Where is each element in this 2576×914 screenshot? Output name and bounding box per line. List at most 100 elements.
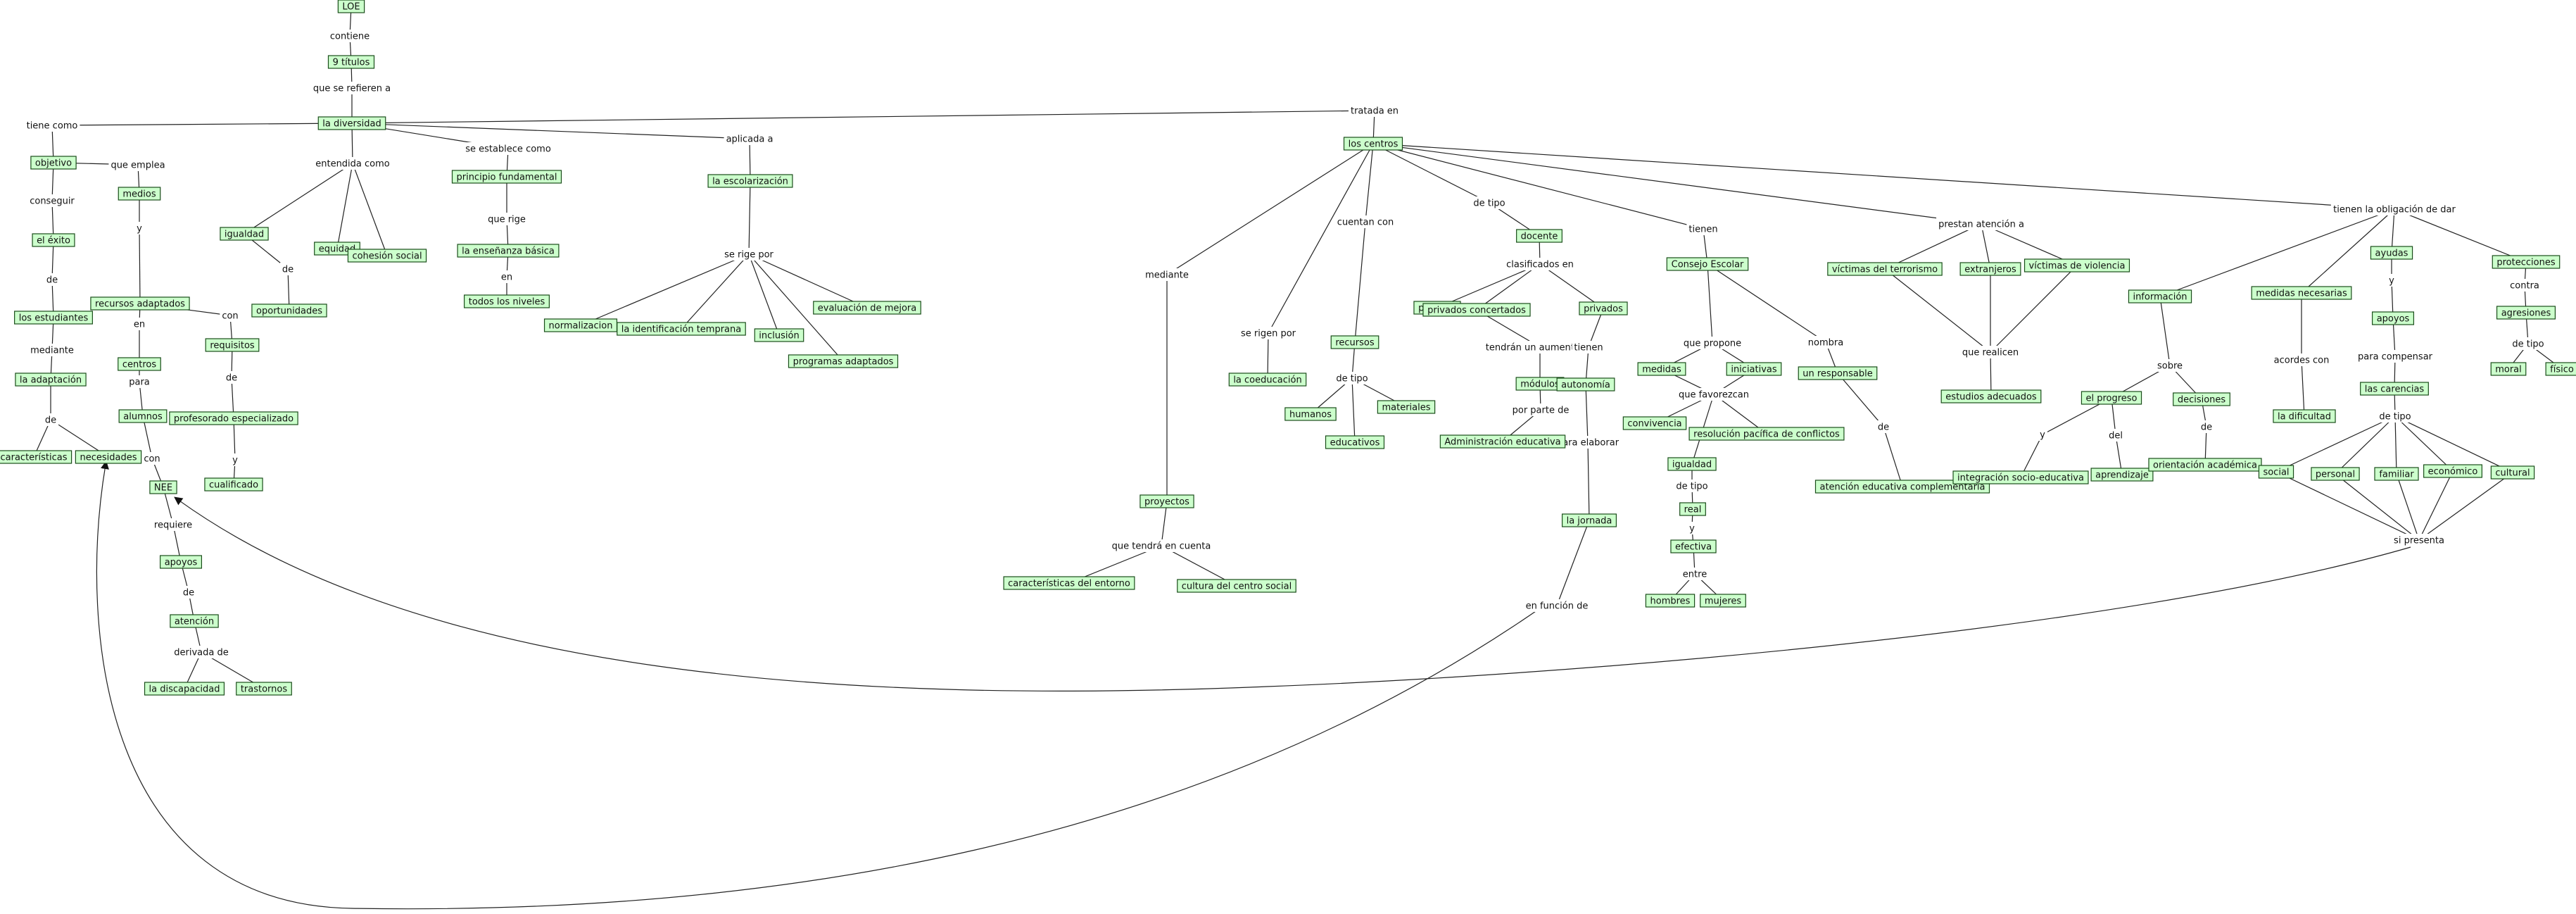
concept-requisitos[interactable]: requisitos bbox=[205, 338, 260, 352]
concept-oportunidades[interactable]: oportunidades bbox=[251, 303, 327, 318]
concept-los-centros[interactable]: los centros bbox=[1343, 137, 1403, 151]
concept-mujeres[interactable]: mujeres bbox=[1700, 594, 1746, 608]
concept-ensenanza[interactable]: la enseñanza básica bbox=[457, 244, 560, 258]
concept-inclusion[interactable]: inclusión bbox=[754, 328, 804, 342]
concept-apoyos2[interactable]: apoyos bbox=[2371, 311, 2415, 325]
concept-extranjeros[interactable]: extranjeros bbox=[1959, 262, 2021, 276]
concept-alumnos[interactable]: alumnos bbox=[118, 409, 168, 423]
concept-escolarizacion[interactable]: la escolarización bbox=[707, 174, 793, 188]
concept-normalizacion[interactable]: normalizacion bbox=[543, 318, 618, 332]
concept-caract-entorno[interactable]: características del entorno bbox=[1003, 576, 1135, 590]
concept-trastornos[interactable]: trastornos bbox=[236, 682, 292, 696]
concept-medidas[interactable]: medidas bbox=[1637, 362, 1686, 376]
concept-box bbox=[1645, 594, 1696, 608]
concept-box bbox=[118, 409, 168, 423]
concept-apoyos[interactable]: apoyos bbox=[159, 555, 203, 569]
concept-todos-niveles[interactable]: todos los niveles bbox=[464, 294, 550, 308]
concept-social[interactable]: social bbox=[2258, 465, 2294, 479]
concept-igualdad[interactable]: igualdad bbox=[220, 227, 269, 241]
linking-phrase-bg bbox=[2271, 353, 2332, 366]
concept-loe[interactable]: LOE bbox=[337, 0, 365, 13]
concept-label: equidad bbox=[319, 244, 356, 255]
concept-fisico[interactable]: físico bbox=[2545, 362, 2576, 376]
concept-consejo[interactable]: Consejo Escolar bbox=[1666, 257, 1749, 271]
concept-necesidades[interactable]: necesidades bbox=[75, 450, 142, 464]
concept-titulos[interactable]: 9 títulos bbox=[327, 55, 375, 69]
concept-objetivo[interactable]: objetivo bbox=[30, 156, 77, 170]
concept-medidas-necesarias[interactable]: medidas necesarias bbox=[2251, 286, 2352, 300]
concept-victimas-terrorismo[interactable]: víctimas del terrorismo bbox=[1827, 262, 1943, 276]
concept-identificacion[interactable]: la identificación temprana bbox=[617, 322, 746, 336]
concept-atencion[interactable]: atención bbox=[170, 614, 219, 628]
concept-adaptacion[interactable]: la adaptación bbox=[15, 373, 87, 387]
concept-cultural[interactable]: cultural bbox=[2490, 465, 2535, 480]
concept-jornada[interactable]: la jornada bbox=[1561, 513, 1617, 527]
concept-economico[interactable]: económico bbox=[2423, 464, 2482, 478]
concept-nee[interactable]: NEE bbox=[149, 480, 177, 494]
concept-proyectos[interactable]: proyectos bbox=[1139, 494, 1194, 508]
concept-progreso[interactable]: el progreso bbox=[2081, 391, 2142, 405]
concept-box bbox=[159, 555, 203, 569]
concept-educativos[interactable]: educativos bbox=[1325, 435, 1385, 449]
linking-phrase-label: se establece como bbox=[465, 144, 551, 155]
concept-cohesion[interactable]: cohesión social bbox=[347, 249, 427, 263]
concept-orientacion[interactable]: orientación académica bbox=[2148, 458, 2262, 472]
concept-estudiantes[interactable]: los estudiantes bbox=[14, 311, 93, 325]
concept-ayudas[interactable]: ayudas bbox=[2370, 246, 2413, 260]
concept-caracteristicas[interactable]: características bbox=[0, 450, 72, 464]
linking-phrase-de-tipo-centros: de tipo bbox=[1471, 196, 1508, 209]
concept-cualificado[interactable]: cualificado bbox=[204, 477, 263, 492]
concept-cultura[interactable]: cultura del centro social bbox=[1177, 579, 1296, 593]
concept-convivencia[interactable]: convivencia bbox=[1622, 416, 1687, 430]
concept-centros[interactable]: centros bbox=[118, 357, 161, 371]
connector-consejo-to-nombra bbox=[1707, 263, 1826, 343]
concept-coeducacion[interactable]: la coeducación bbox=[1228, 373, 1307, 387]
concept-medios[interactable]: medios bbox=[118, 187, 161, 201]
linking-phrase-label: entre bbox=[1683, 570, 1707, 580]
concept-moral[interactable]: moral bbox=[2490, 362, 2527, 376]
linking-phrase-label: tienen bbox=[1688, 225, 1717, 235]
concept-box bbox=[317, 116, 386, 130]
linking-phrase-en-funcion-de: en función de bbox=[1523, 599, 1591, 612]
concept-protecciones[interactable]: protecciones bbox=[2492, 255, 2561, 269]
concept-estudios[interactable]: estudios adecuados bbox=[1940, 389, 2042, 403]
concept-iniciativas[interactable]: iniciativas bbox=[1726, 362, 1782, 376]
concept-integracion[interactable]: integración socio-educativa bbox=[1952, 470, 2089, 484]
concept-administracion[interactable]: Administración educativa bbox=[1439, 434, 1566, 449]
concept-privados[interactable]: privados bbox=[1579, 301, 1628, 315]
concept-principio[interactable]: principio fundamental bbox=[451, 170, 562, 184]
concept-recursos-adaptados[interactable]: recursos adaptados bbox=[90, 296, 190, 311]
concept-igualdad2[interactable]: igualdad bbox=[1667, 457, 1717, 471]
concept-profesorado[interactable]: profesorado especializado bbox=[169, 411, 298, 425]
linking-phrase-bg bbox=[1959, 346, 2021, 358]
concept-decisiones[interactable]: decisiones bbox=[2173, 392, 2230, 406]
concept-autonomia[interactable]: autonomía bbox=[1556, 377, 1615, 392]
concept-carencias[interactable]: las carencias bbox=[2360, 382, 2429, 396]
concept-programas[interactable]: programas adaptados bbox=[788, 354, 899, 368]
concept-familiar[interactable]: familiar bbox=[2374, 467, 2419, 481]
concept-exito[interactable]: el éxito bbox=[32, 233, 75, 247]
concept-victimas-violencia[interactable]: víctimas de violencia bbox=[2023, 258, 2130, 273]
concept-agresiones[interactable]: agresiones bbox=[2496, 306, 2556, 320]
concept-real[interactable]: real bbox=[1679, 502, 1706, 516]
linking-phrase-de-tipo-igualdad: de tipo bbox=[1674, 480, 1710, 492]
concept-label: módulos bbox=[1520, 380, 1560, 390]
concept-discapacidad[interactable]: la discapacidad bbox=[144, 682, 225, 696]
concept-hombres[interactable]: hombres bbox=[1645, 594, 1696, 608]
concept-atencion-complementaria[interactable]: atención educativa complementaria bbox=[1814, 480, 1990, 494]
concept-privados-concertados[interactable]: privados concertados bbox=[1422, 303, 1531, 317]
concept-efectiva[interactable]: efectiva bbox=[1670, 539, 1717, 553]
concept-personal[interactable]: personal bbox=[2311, 467, 2360, 481]
concept-recursos[interactable]: recursos bbox=[1330, 335, 1379, 349]
concept-humanos[interactable]: humanos bbox=[1284, 407, 1337, 421]
concept-informacion[interactable]: información bbox=[2128, 289, 2192, 303]
concept-dificultad[interactable]: la dificultad bbox=[2273, 409, 2336, 423]
concept-diversidad[interactable]: la diversidad bbox=[317, 116, 386, 130]
concept-box bbox=[118, 357, 161, 371]
concept-materiales[interactable]: materiales bbox=[1377, 400, 1436, 414]
concept-docente[interactable]: docente bbox=[1516, 229, 1562, 243]
concept-resolucion[interactable]: resolución pacífica de conflictos bbox=[1688, 427, 1845, 441]
concept-aprendizaje[interactable]: aprendizaje bbox=[2090, 468, 2154, 482]
concept-responsable[interactable]: un responsable bbox=[1798, 366, 1878, 380]
concept-evaluacion[interactable]: evaluación de mejora bbox=[813, 301, 921, 315]
